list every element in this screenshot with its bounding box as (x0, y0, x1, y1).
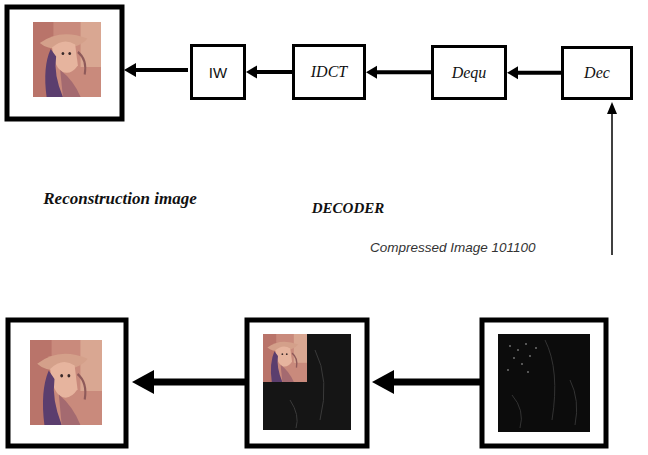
caption-label: Reconstruction image (40, 188, 200, 210)
section-title: DECODER (303, 200, 393, 217)
process-box: Dequ (431, 45, 507, 100)
process-box: IDCT (292, 44, 366, 100)
process-box: Dec (561, 46, 633, 100)
flow-arrow (246, 66, 292, 79)
box-label: Dequ (452, 64, 487, 82)
box-label: IDCT (311, 63, 347, 81)
box-label: Dec (584, 64, 610, 82)
box-label: IW (209, 64, 227, 81)
process-box: IW (190, 44, 246, 100)
flow-arrow (507, 66, 561, 79)
flow-arrow (366, 66, 431, 79)
input-label: Compressed Image 101100 (370, 240, 620, 255)
